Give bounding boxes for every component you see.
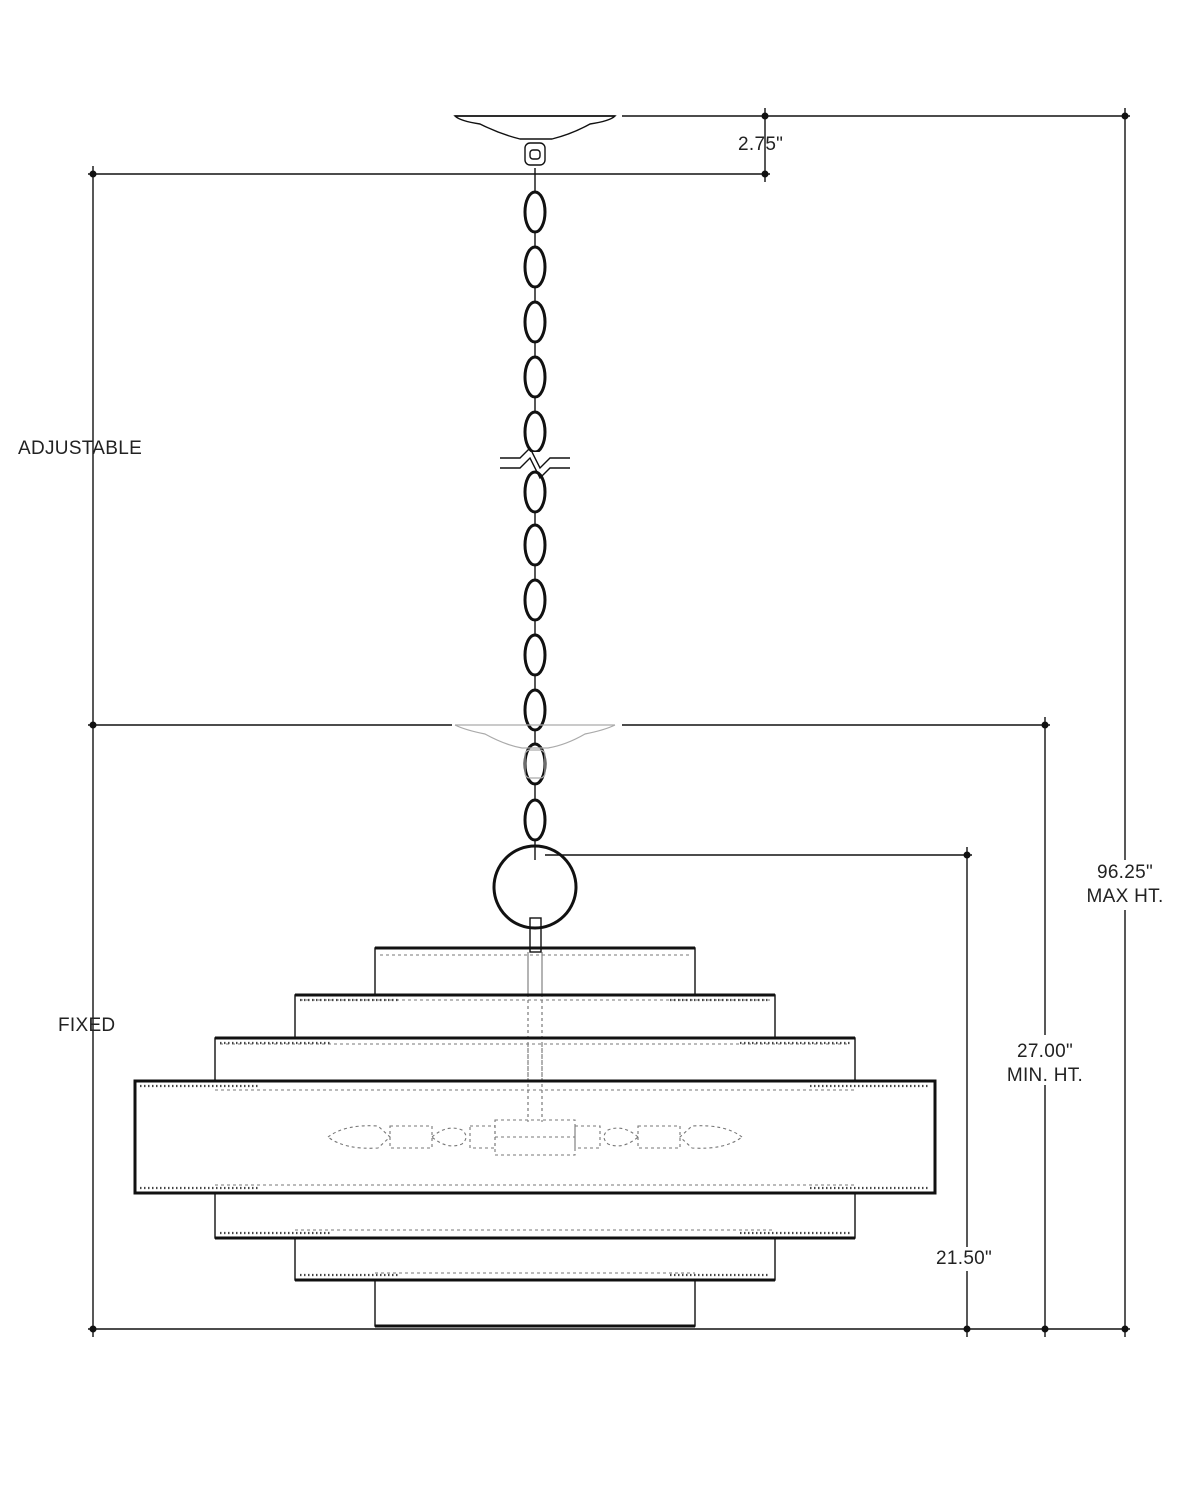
min-height-canopy xyxy=(454,724,616,779)
candle-cluster xyxy=(327,1119,743,1156)
ceiling-canopy xyxy=(453,115,617,166)
fixed-label: FIXED xyxy=(58,1015,116,1036)
dimension-lines xyxy=(88,108,1130,1337)
fixture-height-label: 21.50" xyxy=(934,1247,995,1271)
max-height-dimension: 96.25" MAX HT. xyxy=(1060,861,1190,909)
max-height-label: MAX HT. xyxy=(1086,886,1164,907)
adjustable-label: ADJUSTABLE xyxy=(18,438,143,459)
min-height-value: 27.00" xyxy=(1016,1041,1074,1062)
stepped-shade xyxy=(133,946,937,1328)
hanging-loop xyxy=(492,844,578,953)
chain xyxy=(500,168,570,860)
min-height-dimension: 27.00" MIN. HT. xyxy=(985,1040,1105,1088)
max-height-value: 96.25" xyxy=(1096,862,1154,883)
dimension-ticks xyxy=(89,112,1129,1333)
min-height-label: MIN. HT. xyxy=(1006,1065,1084,1086)
canopy-height-label: 2.75" xyxy=(738,134,784,155)
